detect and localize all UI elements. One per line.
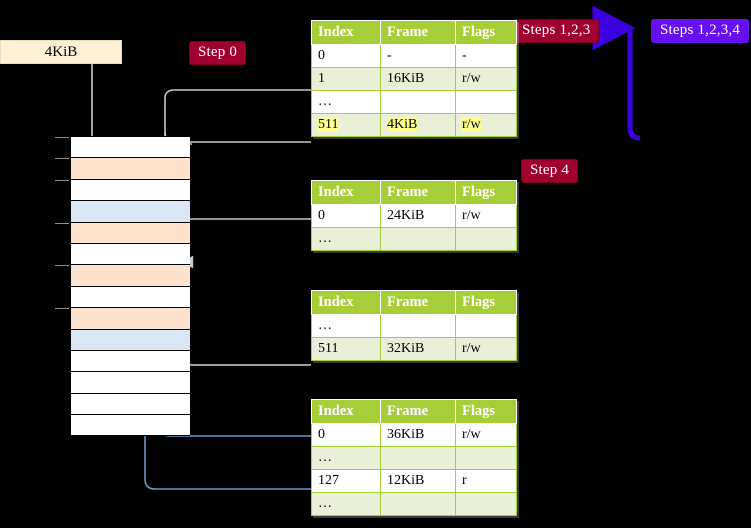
memory-tick-1 (55, 158, 69, 160)
size-label-4kib: 4KiB (0, 40, 122, 64)
wire-table3-to-memory (170, 311, 311, 366)
table-row: 511 4KiB r/w (311, 113, 517, 137)
cell-flags: r/w (455, 67, 517, 91)
cell-index: … (311, 314, 381, 338)
size-label-text: 4KiB (44, 43, 78, 60)
memory-row-12 (71, 392, 190, 415)
column-header-flags: Flags (455, 399, 517, 424)
cell-frame (380, 227, 456, 251)
highlighted-value: 511 (318, 117, 339, 132)
memory-column (55, 136, 190, 436)
cell-frame: 4KiB (380, 113, 456, 137)
arrow-steps-span (592, 5, 641, 141)
highlighted-value: r/w (462, 117, 481, 132)
wire-table2-to-memory (181, 218, 311, 269)
wire-table1-loop (164, 89, 311, 143)
memory-tick-0 (55, 137, 69, 138)
cell-flags: r/w (455, 423, 517, 447)
cell-index: 511 (311, 113, 381, 137)
table-row: … (311, 227, 517, 251)
memory-row-4 (55, 221, 190, 243)
cell-flags (455, 90, 517, 114)
table-row: … (311, 90, 517, 114)
cell-index: 0 (311, 204, 381, 228)
cell-flags (455, 314, 517, 338)
cell-frame: - (380, 44, 456, 68)
memory-tick-8 (55, 308, 69, 310)
memory-row-1 (55, 157, 190, 179)
cell-frame: 36KiB (380, 423, 456, 447)
memory-row-10 (71, 350, 190, 372)
column-header-frame: Frame (380, 399, 456, 424)
wire-table4-row127-to-memory (133, 212, 481, 490)
memory-row-7 (71, 285, 190, 308)
cell-flags: - (455, 44, 517, 68)
column-header-flags: Flags (455, 290, 517, 315)
memory-row-0 (55, 136, 190, 158)
cell-frame (380, 90, 456, 114)
memory-tick-2 (55, 179, 69, 181)
cell-flags (455, 227, 517, 251)
cell-index: … (311, 227, 381, 251)
cell-index: … (311, 90, 381, 114)
badge-step-0: Step 0 (189, 41, 247, 65)
memory-tick-4 (55, 222, 69, 224)
cell-index: 0 (311, 423, 381, 447)
cell-flags: r (455, 469, 517, 493)
column-header-index: Index (311, 399, 381, 424)
column-header-index: Index (311, 290, 381, 315)
cell-index: 511 (311, 337, 381, 361)
column-header-flags: Flags (455, 180, 517, 205)
memory-row-2 (55, 178, 190, 201)
memory-row-5 (71, 243, 190, 265)
highlighted-value: 4KiB (387, 117, 418, 132)
table-row: … (311, 492, 517, 516)
cell-frame (380, 314, 456, 338)
cell-flags: r/w (455, 113, 517, 137)
cell-frame: 24KiB (380, 204, 456, 228)
table-row: 0-- (311, 44, 517, 68)
memory-row-3 (71, 200, 190, 222)
memory-row-6 (55, 264, 190, 286)
cell-index: … (311, 492, 381, 516)
cell-flags: r/w (455, 204, 517, 228)
cell-index: 1 (311, 67, 381, 91)
cell-frame (380, 492, 456, 516)
memory-tick-6 (55, 265, 69, 267)
cell-frame: 32KiB (380, 337, 456, 361)
column-header-frame: Frame (380, 290, 456, 315)
cell-flags: r/w (455, 337, 517, 361)
column-header-flags: Flags (455, 20, 517, 45)
memory-row-11 (71, 371, 190, 393)
cell-index: 127 (311, 469, 381, 493)
table-row: … (311, 446, 517, 470)
cell-frame: 12KiB (380, 469, 456, 493)
badge-steps-1234: Steps 1,2,3,4 (651, 19, 750, 43)
column-header-index: Index (311, 20, 381, 45)
memory-row-8 (55, 307, 190, 329)
cell-flags (455, 492, 517, 516)
badge-steps-123: Steps 1,2,3 (513, 19, 600, 43)
column-header-index: Index (311, 180, 381, 205)
cell-frame (380, 446, 456, 470)
column-header-frame: Frame (380, 20, 456, 45)
cell-flags (455, 446, 517, 470)
cell-frame: 16KiB (380, 67, 456, 91)
table-row: … (311, 314, 517, 338)
column-header-frame: Frame (380, 180, 456, 205)
badge-step-4: Step 4 (521, 159, 579, 183)
cell-index: 0 (311, 44, 381, 68)
cell-index: … (311, 446, 381, 470)
memory-row-9 (71, 328, 190, 350)
memory-row-13 (71, 414, 190, 436)
